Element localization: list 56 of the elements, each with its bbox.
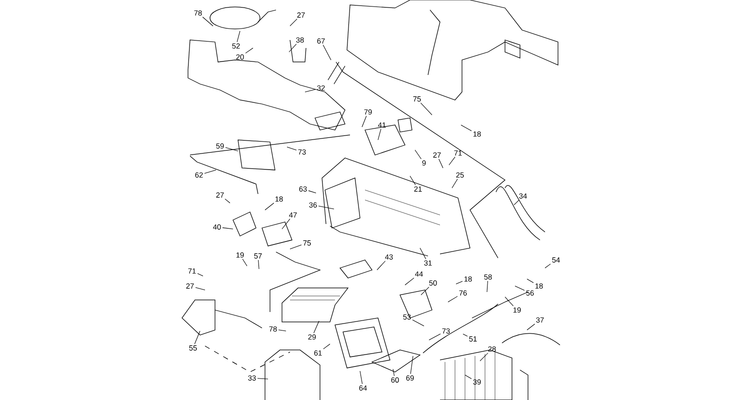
leader-line	[420, 286, 430, 296]
leader-line	[526, 324, 536, 330]
leader-line	[460, 124, 472, 132]
leader-line	[438, 158, 444, 168]
leader-line	[514, 286, 525, 291]
leader-line	[404, 278, 414, 286]
leader-line	[225, 147, 238, 152]
leader-line	[258, 260, 260, 270]
leader-line	[448, 156, 456, 166]
leader-line	[462, 334, 468, 336]
leader-line	[290, 244, 302, 250]
leader-line	[242, 258, 248, 266]
leader-line	[288, 44, 297, 52]
leader-line	[526, 278, 534, 284]
leader-line	[480, 352, 488, 362]
leader-line	[286, 146, 297, 150]
leader-line	[282, 218, 290, 230]
leader-line	[486, 280, 488, 292]
leader-line	[412, 320, 424, 326]
leader-line	[245, 48, 254, 54]
leader-line	[308, 190, 316, 194]
leader-line	[410, 176, 416, 186]
leader-line	[514, 200, 520, 206]
leader-line	[322, 44, 332, 60]
leader-line	[420, 248, 426, 260]
leader-line	[376, 260, 386, 270]
leader-line	[290, 18, 298, 26]
leader-line	[264, 202, 274, 210]
leader-line	[456, 281, 463, 284]
leader-line	[278, 330, 286, 332]
leader-line	[544, 264, 551, 268]
leader-line	[314, 320, 320, 334]
leader-line	[410, 356, 414, 374]
leader-line	[360, 370, 363, 384]
leader-line	[222, 227, 234, 230]
leader-line	[362, 116, 367, 128]
leader-line	[195, 287, 206, 290]
leader-line	[197, 273, 204, 276]
leader-line	[448, 296, 458, 302]
leader-line	[504, 296, 514, 306]
leader-line	[392, 368, 395, 376]
leader-line	[304, 89, 316, 92]
leader-line	[224, 198, 230, 204]
leader-line	[202, 16, 214, 26]
leader-line	[464, 374, 472, 380]
leader-line	[428, 334, 441, 340]
leader-line	[257, 378, 268, 380]
leader-line	[323, 344, 330, 350]
leader-line	[452, 178, 458, 188]
leader-line	[420, 102, 432, 116]
leader-line	[414, 150, 422, 160]
leader-line	[194, 330, 200, 344]
leader-line	[378, 128, 382, 140]
leader-line	[318, 206, 334, 210]
leader-line	[204, 170, 216, 174]
leader-line	[236, 30, 240, 42]
